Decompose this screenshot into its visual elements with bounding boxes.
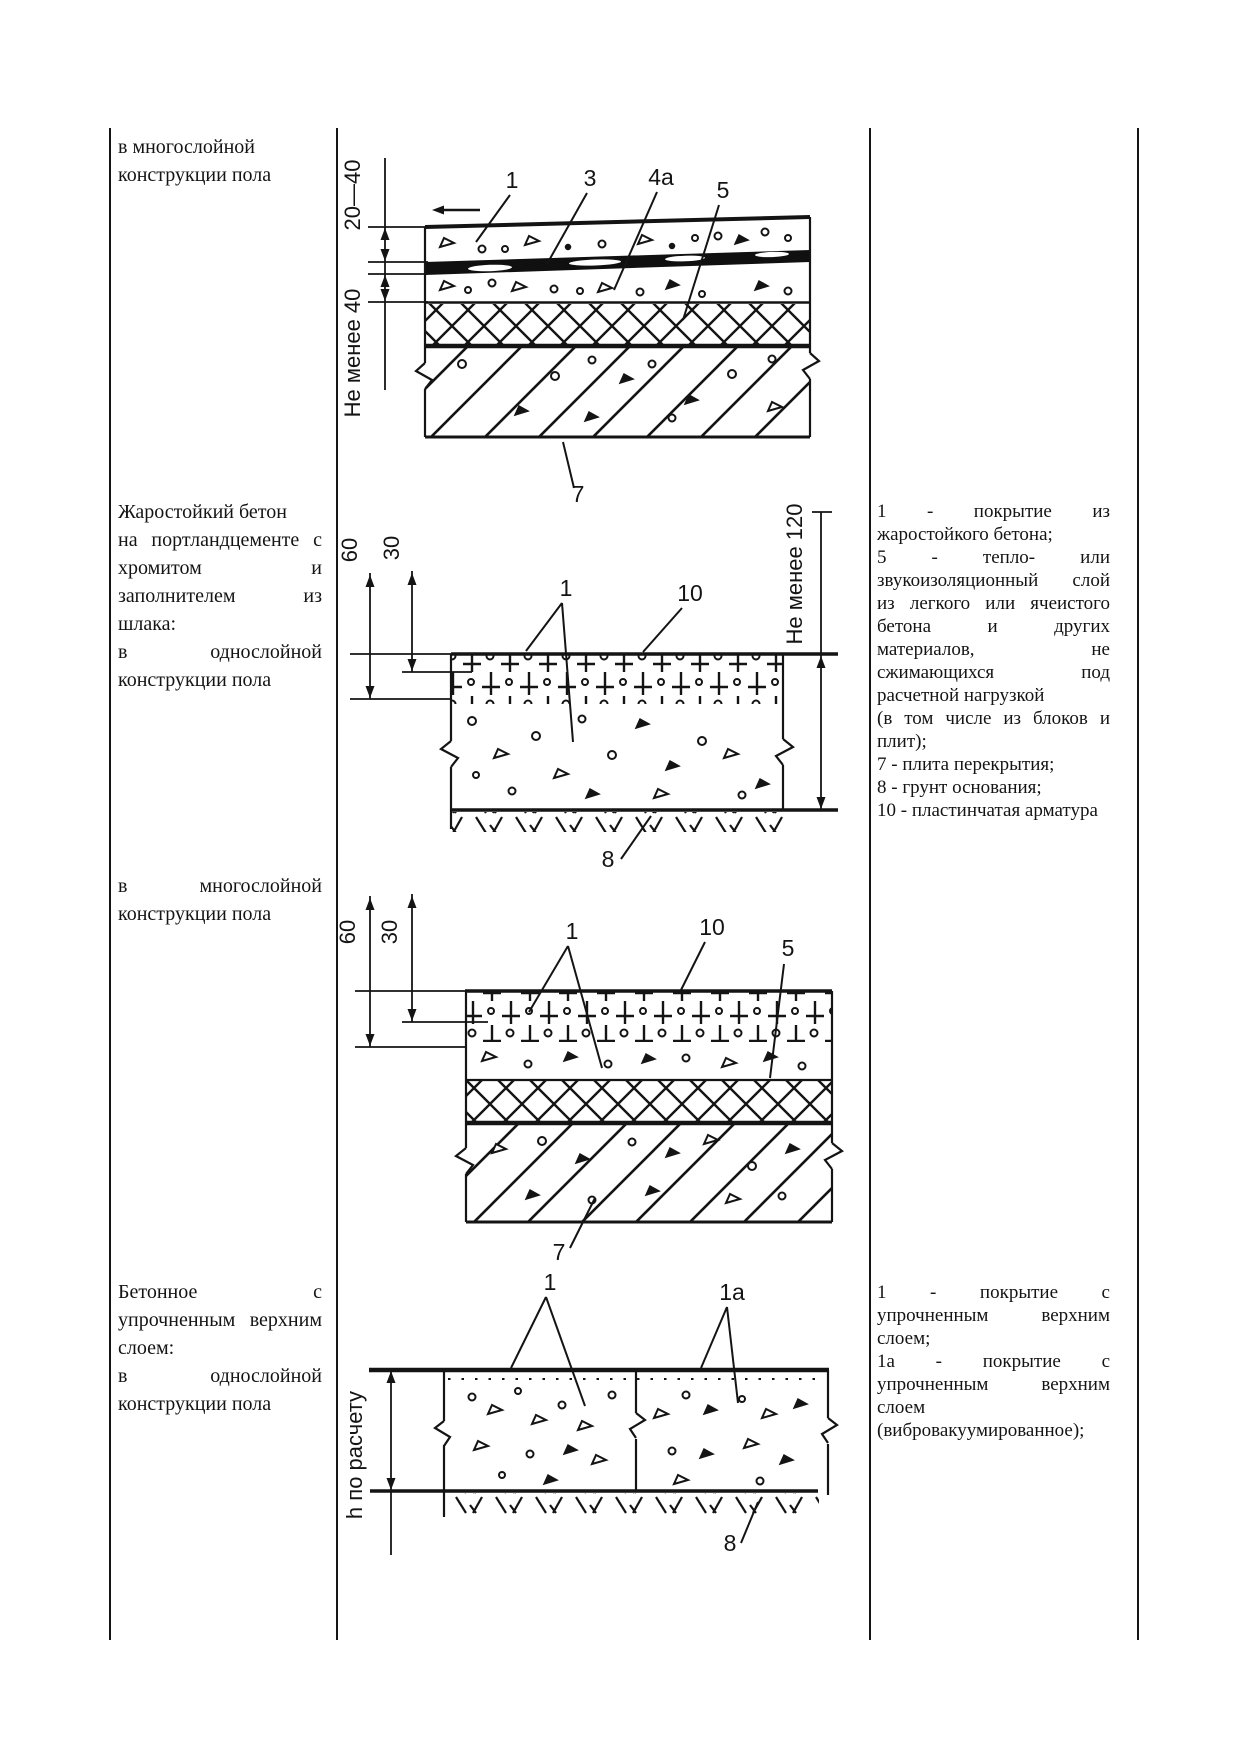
callout-7: 7 [553,1239,566,1265]
dim-label-ne-menee-120: Не менее 120 [782,503,807,644]
callout-3: 3 [584,165,597,191]
text-line: упрочненным верхним [118,1309,322,1331]
text-line: расчетной нагрузкой [877,685,1045,706]
dimension-h: h по расчету [342,1368,396,1555]
text-line: конструкции пола [118,1393,272,1415]
edge-break-lines [414,217,821,437]
text-line: на портландцементе с [118,529,322,551]
layer-waterproofing-black [425,250,810,275]
slope-direction-arrow [432,205,480,215]
dim-label-60: 60 [337,538,362,562]
diagram-multilayer-reinforced: 60 30 1 [335,894,844,1265]
text-line: 1 - покрытие из [877,501,1110,522]
callout-1: 1 [560,575,573,601]
text-line: в многослойной [118,875,322,897]
text-line: 1а - покрытие с [877,1351,1110,1372]
text-line: материалов, не [877,639,1110,660]
slab-body [439,652,838,832]
layer-slab-hatched [466,1125,832,1224]
text-line: 5 - тепло- или [877,547,1110,568]
callouts: 1 10 5 7 [528,914,795,1265]
callout-8: 8 [724,1530,737,1556]
text-line: (вибровакуумированное); [877,1420,1085,1441]
callout-4a: 4а [648,164,674,190]
dimension-60-30: 60 30 [337,536,472,700]
text-line: Жаростойкий бетон [118,501,287,523]
text-line: сжимающихся под [877,662,1110,683]
text-line: упрочненным верхним [877,1305,1110,1326]
callout-5: 5 [717,177,730,203]
layer-topping-coat [424,215,811,254]
table-rule-col2-col3 [869,128,871,1640]
dim-label-20-40: 20—40 [340,160,365,231]
cell-row4-description: Бетонное с упрочненным верхним слоем: в одн… [118,1278,322,1418]
layer-coating-reinforced [465,989,832,1071]
layer-slab-hatched [425,348,810,439]
table-rule-col1-col2 [336,128,338,1640]
dim-label-30: 30 [379,536,404,560]
text-line: заполнителем из [118,585,322,607]
cell-row1-description: в многослойной конструкции пола [118,133,322,189]
text-line: хромитом и [118,557,322,579]
text-line: 7 - плита перекрытия; [877,754,1055,775]
callout-1a: 1а [719,1279,745,1305]
callout-10: 10 [677,580,703,606]
callouts: 1 10 8 [525,575,703,872]
dimension-60-30: 60 30 [335,894,488,1048]
text-line: (в том числе из блоков и [877,708,1110,729]
callout-5: 5 [782,935,795,961]
cell-row2-description: Жаростойкий бетон на портландцементе с хро… [118,498,322,694]
text-line: в однослойной [118,1365,322,1387]
text-line: в многослойной [118,136,255,158]
diagram-hardened-top-layer: h по расчету 1 1а 8 [342,1269,839,1556]
text-line: шлака: [118,613,177,635]
text-line: слоем: [118,1337,175,1359]
callouts: 1 3 4а 5 7 [475,164,730,507]
callout-10: 10 [699,914,725,940]
text-line: 1 - покрытие с [877,1282,1110,1303]
dimension-20-40: 20—40 Не менее 40 [340,158,428,417]
slab-body [369,1367,839,1517]
text-line: 8 - грунт основания; [877,777,1042,798]
text-line: плит); [877,731,927,752]
dim-label-h: h по расчету [342,1391,367,1519]
dim-label-ne-menee-40: Не менее 40 [340,289,365,418]
text-line: конструкции пола [118,164,272,186]
text-line: Бетонное с [118,1281,322,1303]
dimension-ne-menee-120: Не менее 120 [782,503,832,810]
diagram-singlelayer-on-ground: 60 30 Не менее 120 1 10 8 [337,503,838,872]
callout-7: 7 [572,481,585,507]
dim-label-30: 30 [377,920,402,944]
text-line: из легкого или ячеистого [877,593,1110,614]
layer-insulation-crosshatch [425,304,810,349]
cell-row3-description: в многослойной конструкции пола [118,872,322,928]
text-line: слоем [877,1397,926,1418]
text-line: звукоизоляционный слой [877,570,1110,591]
dim-label-60: 60 [335,920,360,944]
text-line: слоем; [877,1328,931,1349]
diagram-multilayer-floor-on-slab: 20—40 Не менее 40 [340,158,821,507]
table-rule-left [109,128,111,1640]
callout-1: 1 [506,167,519,193]
text-line: упрочненным верхним [877,1374,1110,1395]
text-line: в однослойной [118,641,322,663]
layer-insulation-crosshatch [466,1078,832,1126]
text-line: бетона и других [877,616,1110,637]
callout-8: 8 [602,846,615,872]
callout-1: 1 [544,1269,557,1295]
text-line: конструкции пола [118,669,272,691]
layer-screed-concrete [425,278,810,304]
edge-break-lines [454,991,844,1222]
text-line: жаростойкого бетона; [877,524,1053,545]
callouts: 1 1а 8 [510,1269,759,1556]
table-rule-right [1137,128,1139,1640]
text-line: 10 - пластинчатая арматура [877,800,1098,821]
text-line: конструкции пола [118,903,272,925]
callout-1: 1 [566,918,579,944]
